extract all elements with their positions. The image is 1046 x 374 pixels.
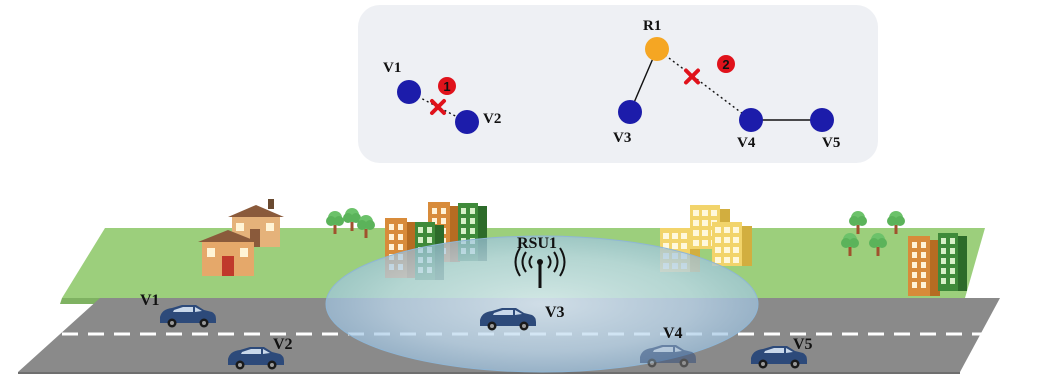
- node-label-v2: V2: [483, 111, 501, 127]
- vehicle-label-v4: V4: [663, 325, 683, 342]
- link-break-icon: [430, 99, 446, 115]
- failure-badge-number: 2: [722, 57, 729, 72]
- rsu-coverage-area: [325, 235, 759, 373]
- node-label-v4: V4: [737, 135, 756, 151]
- node-v5: [810, 108, 834, 132]
- vehicle-label-v2: V2: [273, 336, 293, 353]
- failure-badge-2: 2: [717, 55, 735, 73]
- node-label-v5: V5: [822, 135, 840, 151]
- node-v3: [618, 100, 642, 124]
- rsu-antenna-icon: [514, 247, 566, 288]
- topology-nodes: [397, 37, 834, 134]
- vehicle-label-v1: V1: [140, 292, 160, 309]
- vehicle-label-v3: V3: [545, 304, 565, 321]
- node-r1: [645, 37, 669, 61]
- node-label-v1: V1: [383, 60, 401, 76]
- link-break-icon: [684, 68, 700, 85]
- node-v1: [397, 80, 421, 104]
- failure-badge-number: 1: [443, 79, 450, 94]
- node-v4: [739, 108, 763, 132]
- city-buildings-right: [908, 233, 967, 296]
- node-v2: [455, 110, 479, 134]
- topology-break-marks: 12: [430, 55, 735, 115]
- failure-badge-1: 1: [438, 77, 456, 95]
- house-cluster: [198, 199, 284, 276]
- node-label-r1: R1: [643, 18, 661, 34]
- node-label-v3: V3: [613, 130, 631, 146]
- vehicle-label-v5: V5: [793, 336, 813, 353]
- rsu-label: RSU1: [517, 235, 557, 252]
